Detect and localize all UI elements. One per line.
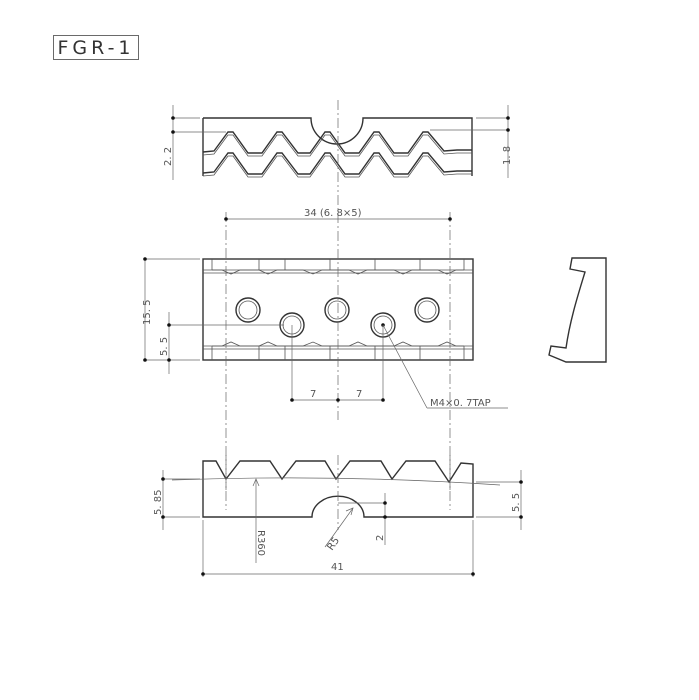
notch-depth-label: 2: [375, 535, 386, 541]
front-dim-spacing-left: 7: [310, 389, 316, 400]
bottom-dim-left-height: 5. 85: [153, 490, 164, 515]
top-view: [171, 100, 510, 192]
top-dim-left: 2. 2: [163, 147, 174, 166]
front-dim-spacing-right: 7: [356, 389, 362, 400]
front-view: [143, 195, 508, 490]
front-dim-height: 15. 5: [142, 300, 153, 325]
top-dim-right: 1. 8: [502, 146, 513, 165]
front-dim-width: 34 (6. 8×5): [304, 208, 362, 219]
bottom-dim-length: 41: [331, 562, 344, 573]
bottom-dim-right-height: 5. 5: [511, 493, 522, 512]
part-number-label: FGR-1: [53, 35, 139, 60]
front-dim-hole-height: 5. 5: [159, 337, 170, 356]
bottom-view: [161, 455, 523, 577]
side-view: [548, 257, 607, 363]
tap-callout: M4×0. 7TAP: [430, 398, 491, 409]
radius-small-label: R5: [325, 536, 342, 553]
radius-large-label: R360: [255, 530, 266, 556]
